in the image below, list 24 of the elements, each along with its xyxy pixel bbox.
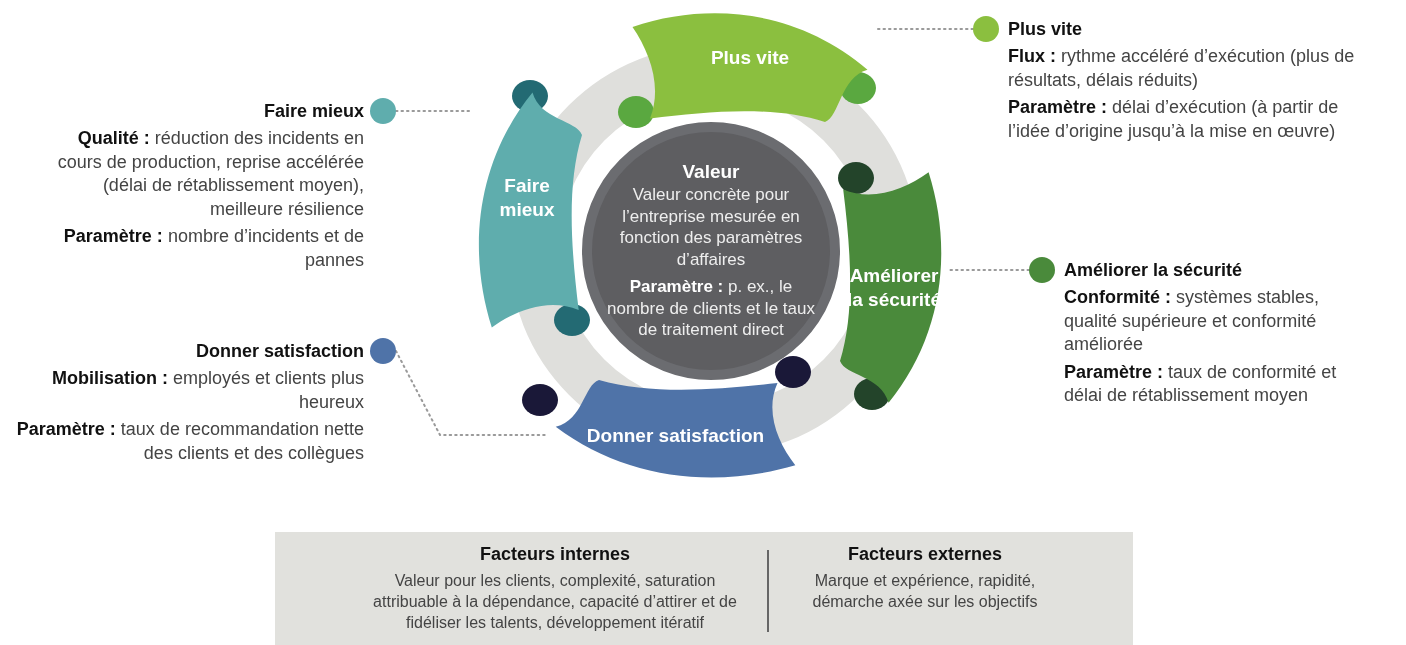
panel-heading: Facteurs internes — [478, 543, 632, 566]
callout-heading: Faire mieux — [262, 100, 364, 123]
ribbon-label: Donner satisfaction — [586, 424, 765, 448]
circle-text: Valeur concrète pour l’entreprise mesurée en fonction des paramètres d’affaires — [618, 184, 804, 271]
factors-panel — [275, 532, 1133, 645]
callout-heading: Donner satisfaction — [194, 340, 364, 363]
callout-text: Flux : rythme accéléré d’exécution (plus de résultats, délais réduits) — [1008, 45, 1356, 92]
callout-text: Paramètre : délai d’exécution (à partir de l’idée d’origine jusqu’à la mise en œuvre) — [1008, 96, 1340, 143]
callout-heading: Plus vite — [1008, 18, 1084, 41]
ribbon-label: Faire mieux — [498, 174, 556, 222]
leader-line — [395, 110, 473, 112]
callout-text: Paramètre : taux de conformité et délai de rétablissement moyen — [1064, 360, 1338, 407]
leader-line — [395, 350, 549, 436]
callout-text: Paramètre : taux de recommandation nette des clients et des collègues — [15, 418, 364, 465]
leader-line — [874, 28, 974, 30]
circle-title: Valeur — [682, 161, 740, 184]
panel-heading: Facteurs externes — [846, 543, 1004, 566]
callout-text: Paramètre : nombre d’incidents et de pannes — [62, 225, 364, 272]
ribbon-label: Plus vite — [710, 46, 790, 70]
callout-heading: Améliorer la sécurité — [1064, 259, 1244, 282]
panel-text: Marque et expérience, rapidité, démarche axée sur les objectifs — [811, 571, 1039, 612]
panel-text: Valeur pour les clients, complexité, saturation attribuable à la dépendance, capacité d’attirer et de fidéliser les talents, développement itératif — [372, 571, 738, 633]
circle-text: Paramètre : p. ex., le nombre de clients et le taux de traitement direct — [606, 276, 816, 341]
leader-line — [947, 269, 1030, 271]
